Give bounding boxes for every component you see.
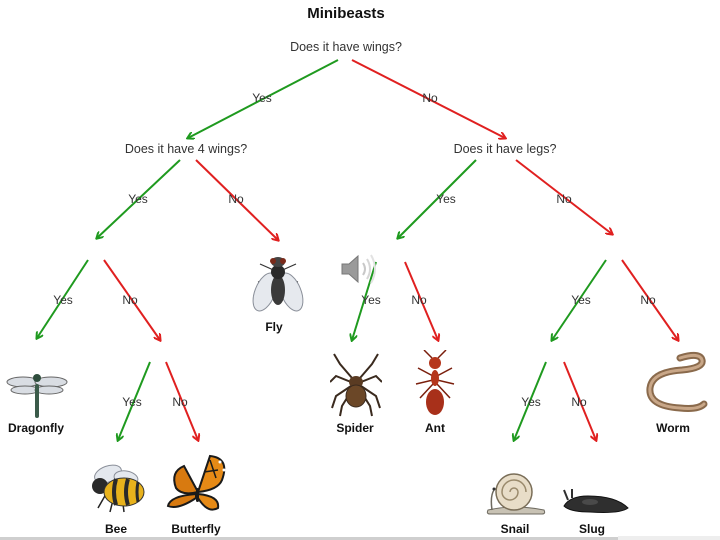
branch-label-no: No (122, 293, 137, 307)
animal-label-dragonfly: Dragonfly (8, 421, 64, 435)
animal-label-ant: Ant (425, 421, 445, 435)
animal-label-snail: Snail (501, 522, 530, 536)
question-wings: Does it have wings? (290, 40, 402, 54)
branch-label-no: No (556, 192, 571, 206)
ant-icon (412, 350, 458, 418)
branch-label-no: No (571, 395, 586, 409)
branch-label-no: No (172, 395, 187, 409)
fly-icon (250, 248, 306, 318)
question-four-wings: Does it have 4 wings? (125, 142, 247, 156)
animal-label-butterfly: Butterfly (171, 522, 220, 536)
animal-label-spider: Spider (336, 421, 373, 435)
animal-label-bee: Bee (105, 522, 127, 536)
branch-label-yes: Yes (521, 395, 541, 409)
branch-label-yes: Yes (122, 395, 142, 409)
worm-icon (640, 350, 712, 416)
speaker-icon[interactable] (340, 252, 382, 286)
snail-icon (484, 470, 548, 516)
branch-label-yes: Yes (436, 192, 456, 206)
dragonfly-icon (5, 370, 69, 420)
branch-label-no: No (411, 293, 426, 307)
slide-corner (618, 536, 720, 540)
branch-label-yes: Yes (571, 293, 591, 307)
animal-label-slug: Slug (579, 522, 605, 536)
branch-label-yes: Yes (361, 293, 381, 307)
slug-icon (560, 486, 632, 516)
branch-label-yes: Yes (252, 91, 272, 105)
animal-label-fly: Fly (265, 320, 282, 334)
question-legs: Does it have legs? (454, 142, 557, 156)
diagram-title: Minibeasts (0, 5, 692, 22)
branch-label-no: No (228, 192, 243, 206)
branch-label-yes: Yes (128, 192, 148, 206)
bee-icon (86, 460, 152, 516)
spider-icon (330, 352, 382, 418)
branch-label-yes: Yes (53, 293, 73, 307)
animal-label-worm: Worm (656, 421, 690, 435)
branch-label-no: No (640, 293, 655, 307)
branch-label-no: No (422, 91, 437, 105)
butterfly-icon (164, 452, 230, 518)
